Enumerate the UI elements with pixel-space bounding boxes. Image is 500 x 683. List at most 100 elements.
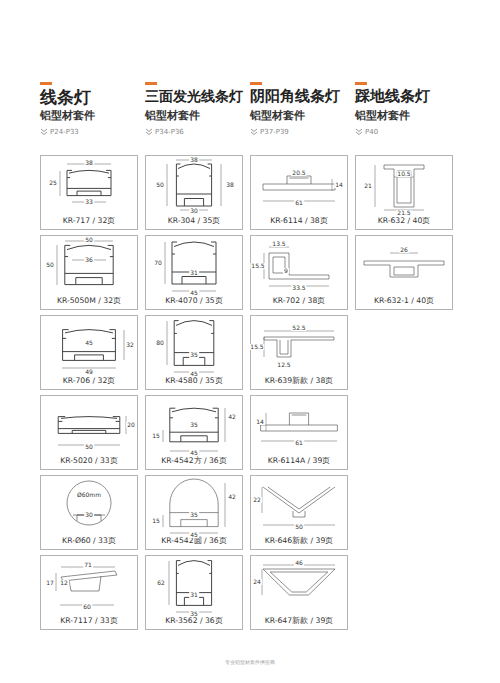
section-subtitle: 铝型材套件: [355, 110, 410, 121]
dimension-value: 35: [189, 352, 199, 358]
profile-cell: KR-304 / 35页: [145, 155, 243, 230]
dimension-value: Ø60mm: [76, 492, 102, 498]
model-caption: KR-717 / 32页: [41, 216, 137, 226]
page-range: P40: [365, 129, 378, 136]
dimension-value: 49: [84, 369, 94, 375]
dimension-value: 31: [189, 592, 199, 598]
profile-cell: KR-646新款 / 39页: [250, 475, 348, 550]
dimension-value: 71: [83, 562, 93, 568]
dimension-value: 42: [227, 494, 237, 500]
profile-cell: KR-5050M / 32页: [40, 235, 138, 310]
dimension-value: 70: [153, 260, 163, 266]
dimension-value: 62: [156, 580, 166, 586]
page-range: P34-P36: [155, 129, 184, 136]
model-caption: KR-4580 / 35页: [146, 376, 242, 386]
section-title: 三面发光线条灯: [145, 89, 243, 103]
dimension-value: 33: [84, 199, 94, 205]
model-caption: KR-702 / 38页: [251, 296, 347, 306]
dimension-value: 50: [155, 182, 165, 188]
dimension-value: 52.5: [291, 325, 306, 331]
dimension-value: 15: [151, 433, 161, 439]
dimension-value: 9: [283, 268, 289, 274]
model-caption: KR-3562 / 36页: [146, 616, 242, 626]
dimension-value: 14: [334, 182, 344, 188]
dimension-value: 38: [189, 157, 199, 163]
dimension-value: 20.5: [291, 170, 306, 176]
dimension-value: 38: [84, 160, 94, 166]
dimension-value: 42: [227, 414, 237, 420]
dimension-value: 15.5: [250, 263, 265, 269]
model-caption: KR-Ø60 / 33页: [41, 536, 137, 546]
model-caption: KR-647新款 / 39页: [251, 616, 347, 626]
profile-cell: KR-702 / 38页: [250, 235, 348, 310]
dimension-value: 15: [151, 518, 161, 524]
section-subtitle: 铝型材套件: [250, 110, 305, 121]
profile-cell: KR-717 / 32页: [40, 155, 138, 230]
dimension-value: 32: [125, 342, 135, 348]
model-caption: KR-639新款 / 38页: [251, 376, 347, 386]
dimension-value: 45: [189, 450, 199, 456]
dimension-value: 24: [252, 579, 262, 585]
dimension-value: 35: [189, 512, 199, 518]
section-subtitle: 铝型材套件: [145, 110, 200, 121]
model-caption: KR-646新款 / 39页: [251, 536, 347, 546]
dimension-value: 46: [294, 560, 304, 566]
dimension-value: 80: [155, 340, 165, 346]
dimension-value: 35: [189, 422, 199, 428]
dimension-value: 61: [294, 200, 304, 206]
dimension-value: 30: [189, 208, 199, 214]
profile-cell: KR-706 / 32页: [40, 315, 138, 390]
dimension-value: 45: [84, 340, 94, 346]
page-range: P24-P33: [50, 129, 79, 136]
section-title: 线条灯: [40, 89, 91, 106]
model-caption: KR-7117 / 33页: [41, 616, 137, 626]
model-caption: KR-632-1 / 40页: [356, 296, 452, 306]
dimension-value: 45: [189, 290, 199, 296]
dimension-value: 14: [255, 419, 265, 425]
dimension-value: 31: [189, 270, 199, 276]
dimension-value: 17: [45, 580, 55, 586]
dimension-value: 25: [48, 180, 58, 186]
dimension-value: 45: [189, 532, 199, 538]
model-caption: KR-6114 / 38页: [251, 216, 347, 226]
dimension-value: 15.5: [249, 344, 264, 350]
model-caption: KR-4542方 / 36页: [146, 456, 242, 466]
dimension-value: 33.5: [291, 285, 306, 291]
header-dashes: [40, 82, 367, 85]
section-title: 阴阳角线条灯: [250, 89, 340, 104]
model-caption: KR-5050M / 32页: [41, 296, 137, 306]
dimension-value: 12.5: [276, 362, 291, 368]
dimension-value: 38: [225, 182, 235, 188]
model-caption: KR-4070 / 35页: [146, 296, 242, 306]
dimension-value: 35: [189, 611, 199, 617]
model-caption: KR-6114A / 39页: [251, 456, 347, 466]
dimension-value: 36: [84, 257, 94, 263]
profile-cell: KR-632 / 40页: [355, 155, 453, 230]
section-title: 踩地线条灯: [355, 89, 430, 104]
dimension-value: 45: [189, 371, 199, 377]
dimension-value: 50: [294, 524, 304, 530]
dimension-value: 22: [252, 497, 262, 503]
profile-cell: KR-647新款 / 39页: [250, 555, 348, 630]
dimension-value: 21: [363, 183, 373, 189]
section-subtitle: 铝型材套件: [40, 110, 95, 121]
dimension-value: 21.5: [396, 210, 411, 216]
profile-cell: KR-6114 / 38页: [250, 155, 348, 230]
dimension-value: 61: [294, 440, 304, 446]
dimension-value: 10.5: [396, 171, 411, 177]
dimension-value: 30: [84, 512, 94, 518]
dimension-value: 50: [84, 237, 94, 243]
model-caption: KR-304 / 35页: [146, 216, 242, 226]
dimension-value: 60: [82, 604, 92, 610]
profile-cell: KR-6114A / 39页: [250, 395, 348, 470]
dimension-value: 50: [84, 444, 94, 450]
chevron-icons: [41, 129, 362, 135]
dimension-value: 12: [59, 580, 69, 586]
footer-note: 专业铝型材套件供应商: [224, 660, 276, 665]
page-range: P37-P39: [260, 129, 289, 136]
model-caption: KR-5020 / 33页: [41, 456, 137, 466]
dimension-value: 13.5: [271, 241, 286, 247]
model-caption: KR-632 / 40页: [356, 216, 452, 226]
dimension-value: 20: [126, 422, 136, 428]
dimension-value: 50: [45, 262, 55, 268]
